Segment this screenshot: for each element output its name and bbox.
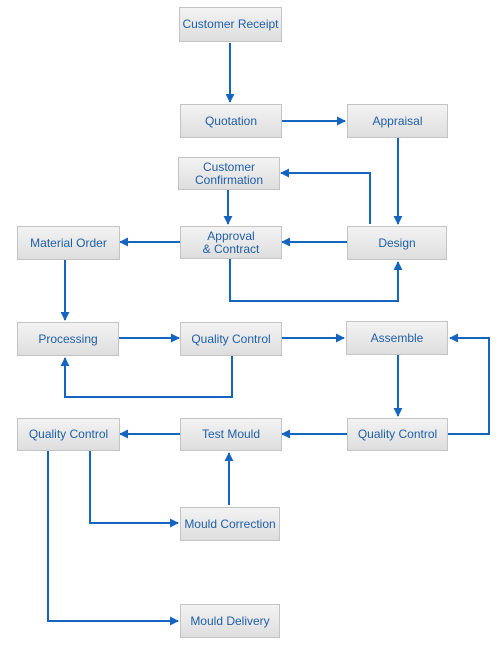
node-quality-control-1: Quality Control	[180, 322, 282, 356]
node-approval-contract: Approval & Contract	[180, 226, 282, 259]
node-quotation: Quotation	[180, 104, 282, 138]
node-design: Design	[347, 226, 447, 260]
node-appraisal: Appraisal	[347, 104, 448, 138]
node-customer-confirmation: Customer Confirmation	[178, 157, 280, 190]
arrow-approval-to-design	[229, 259, 403, 302]
node-mould-delivery: Mould Delivery	[180, 604, 280, 638]
node-customer-receipt: Customer Receipt	[179, 7, 282, 42]
node-material-order: Material Order	[17, 226, 120, 260]
node-assemble: Assemble	[346, 321, 448, 355]
arrow-design-to-confirmation	[280, 168, 371, 224]
arrow-quality-control-to-mould-delivery	[47, 451, 179, 626]
arrow-quality-control-loop-to-assemble	[448, 333, 490, 435]
node-quality-control-2: Quality Control	[347, 418, 448, 451]
node-mould-correction: Mould Correction	[180, 507, 280, 541]
arrow-quality-control-to-processing	[60, 356, 233, 398]
arrow-quality-control-to-mould-correction	[89, 451, 179, 528]
node-processing: Processing	[17, 322, 119, 356]
node-quality-control-3: Quality Control	[17, 418, 120, 451]
node-test-mould: Test Mould	[180, 418, 282, 451]
